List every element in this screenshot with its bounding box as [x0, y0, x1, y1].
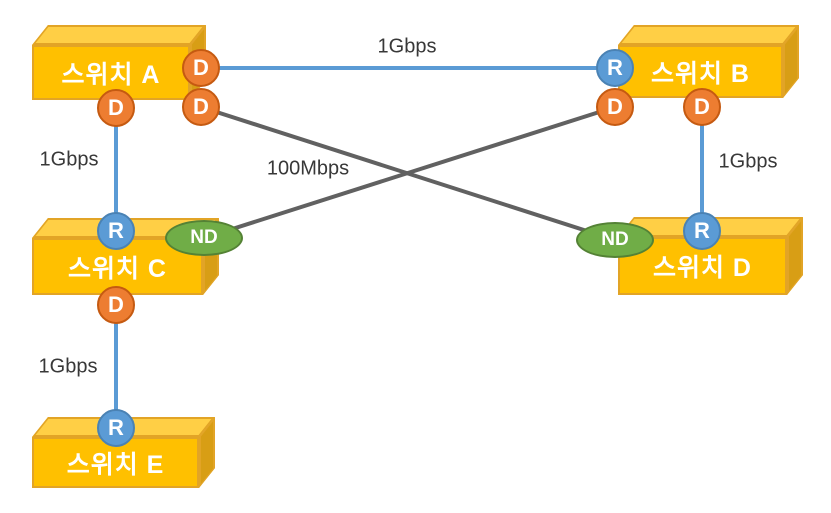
designated-port-badge: D — [182, 49, 220, 87]
designated-port-badge: D — [182, 88, 220, 126]
link-speed-label-b-d: 1Gbps — [718, 150, 778, 173]
designated-port-badge: D — [683, 88, 721, 126]
root-port-badge: R — [596, 49, 634, 87]
root-port-badge: R — [683, 212, 721, 250]
switch-c-label: 스위치 C — [67, 254, 167, 283]
link-speed-label-a-c: 1Gbps — [39, 148, 99, 171]
switch-d-label: 스위치 D — [652, 254, 752, 282]
switch-a-label: 스위치 A — [61, 60, 161, 89]
link-b-c — [203, 105, 616, 240]
switch-e-label: 스위치 E — [66, 450, 165, 479]
link-a-d — [200, 105, 616, 242]
cube-top-face — [618, 25, 799, 45]
non-designated-port-badge: ND — [576, 222, 654, 258]
link-speed-label-a-d: 100Mbps — [266, 157, 350, 180]
cube-top-face — [32, 25, 206, 45]
link-speed-label-c-e: 1Gbps — [38, 355, 98, 378]
root-port-badge: R — [97, 212, 135, 250]
non-designated-port-badge: ND — [165, 220, 243, 256]
root-port-badge: R — [97, 409, 135, 447]
link-speed-label-a-b: 1Gbps — [377, 35, 437, 58]
designated-port-badge: D — [97, 89, 135, 127]
designated-port-badge: D — [596, 88, 634, 126]
switch-b-label: 스위치 B — [650, 59, 750, 88]
designated-port-badge: D — [97, 286, 135, 324]
